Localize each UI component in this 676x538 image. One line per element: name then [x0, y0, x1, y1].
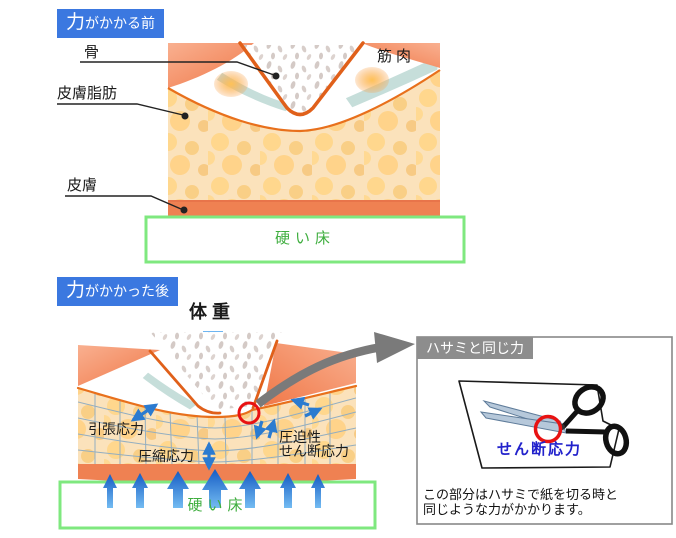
leader-lines [57, 61, 280, 214]
shear-spot-red-circle [237, 401, 261, 425]
floor-label-after: 硬い床 [187, 497, 248, 514]
scissors-box-title: ハサミと同じ力 [417, 337, 533, 360]
shear-stress-label-line1: 圧迫性 [279, 429, 321, 445]
bone-outline [238, 41, 365, 117]
compressive-stress-label: 圧縮応力 [138, 448, 194, 464]
skin-label: 皮膚 [67, 177, 98, 194]
weight-label: 体重 [189, 302, 235, 322]
fascia-line [167, 69, 441, 133]
fat-label: 皮膚脂肪 [57, 85, 118, 102]
muscle-left [168, 43, 254, 88]
bone-area [242, 45, 361, 112]
tendon-blob-right [355, 67, 389, 93]
curved-arrow-icon [255, 332, 415, 408]
after-diagram [58, 331, 415, 530]
scissors-shear-label: せん断応力 [497, 441, 583, 458]
floor-label-before: 硬い床 [274, 230, 335, 247]
bone-label: 骨 [84, 44, 100, 61]
scissors-caption-line1: この部分はハサミで紙を切る時と [423, 487, 619, 502]
shear-stress-label-line2: せん断応力 [279, 443, 349, 459]
muscle-left-deformed [78, 345, 160, 386]
floor-before [144, 215, 466, 264]
stress-arrow-icons [130, 396, 323, 471]
before-diagram [57, 41, 466, 264]
after-title: 力がかかった後 [57, 277, 179, 306]
fat-layer [168, 70, 440, 216]
muscle-right [362, 43, 440, 68]
bone-area-deformed [150, 332, 284, 410]
scissors-caption-line2: 同じような力がかかります。 [423, 502, 591, 517]
skin-layer [168, 200, 440, 216]
scissors-box-art [416, 336, 673, 525]
tensile-stress-label: 引張応力 [88, 421, 144, 437]
scissors-red-circle [533, 414, 563, 444]
tendon-blob-left [214, 71, 248, 97]
muscle-label: 筋肉 [377, 48, 416, 65]
up-arrow-icons [103, 469, 325, 508]
before-title: 力がかかる前 [57, 9, 165, 38]
orange-lines-deformed [76, 339, 358, 419]
scissors-icon [479, 384, 630, 457]
